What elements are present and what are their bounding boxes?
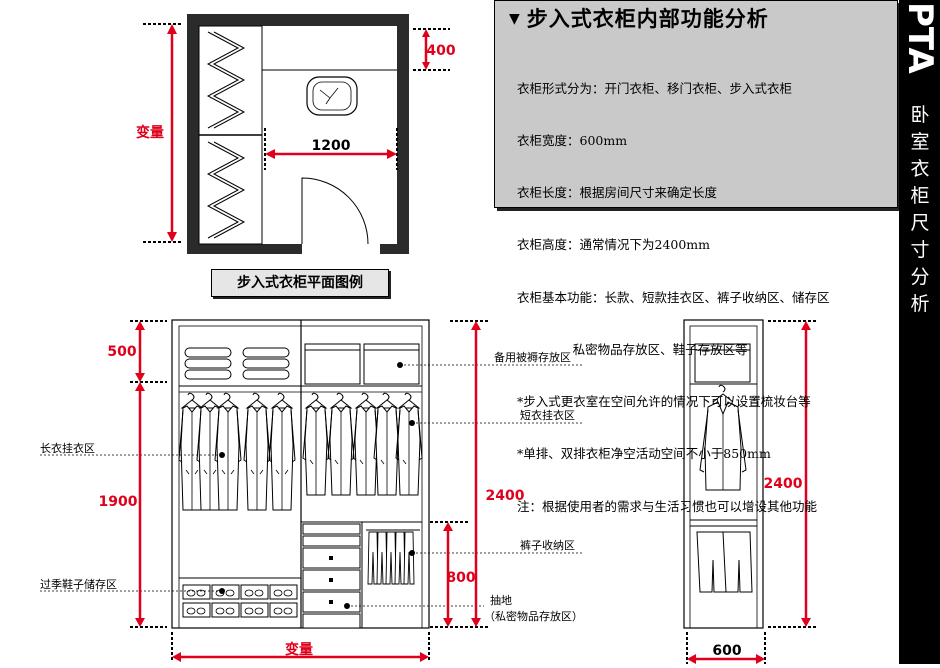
info-line: 衣柜形式分为：开门衣柜、移门衣柜、步入式衣柜 — [517, 80, 793, 96]
info-line: 衣柜基本功能：长款、短款挂衣区、裤子收纳区、储存区 — [517, 289, 830, 305]
plan-dim-depth: 400 — [426, 43, 455, 59]
info-line: 私密物品存放区、鞋子存放区等 — [517, 341, 748, 357]
drawer-stack — [302, 523, 361, 629]
dim-bottom: 800 — [446, 570, 475, 586]
info-line: 衣柜宽度：600mm — [517, 133, 628, 149]
plan-caption: 步入式衣柜平面图例 — [211, 269, 389, 297]
short-coats — [302, 392, 423, 496]
info-line: 衣柜长度：根据房间尺寸来确定长度 — [517, 185, 718, 201]
folded-towels — [184, 347, 232, 380]
label-shoes: 过季鞋子储存区 — [40, 577, 117, 591]
dim-total-height: 2400 — [486, 488, 525, 504]
info-title-row: ▼ 步入式衣柜内部功能分析 — [509, 3, 769, 33]
info-line: 注：根据使用者的需求与生活习惯也可以增设其他功能 — [517, 498, 818, 514]
label-bedding: 备用被褥存放区 — [494, 350, 571, 364]
pants-rack — [366, 529, 420, 585]
dim-top-storage: 500 — [107, 344, 136, 360]
info-line: *步入式更衣室在空间允许的情况下可以设置梳妆台等 — [517, 394, 811, 410]
right-sidebar: PTA 卧室衣柜尺寸分析 — [899, 0, 940, 664]
triangle-down-icon: ▼ — [509, 11, 521, 27]
info-lines: 衣柜形式分为：开门衣柜、移门衣柜、步入式衣柜 衣柜宽度：600mm 衣柜长度：根… — [517, 45, 830, 550]
label-pants: 裤子收纳区 — [520, 538, 575, 552]
dim-long-hang: 1900 — [99, 494, 138, 510]
label-drawer: 抽地 — [490, 593, 512, 607]
sidebar-title: 卧室衣柜尺寸分析 — [910, 104, 930, 315]
ottoman-icon — [306, 76, 358, 116]
front-elevation: 500 1900 2400 800 变量 备用被褥存放区 短衣挂衣区 长衣挂衣区… — [40, 319, 583, 662]
info-line: 衣柜高度：通常情况下为2400mm — [517, 237, 711, 253]
dim-elevation-width: 变量 — [285, 641, 313, 658]
label-long-hang: 长衣挂衣区 — [40, 441, 95, 455]
brand-logo: PTA — [900, 2, 940, 74]
side-view: 2400 600 — [683, 319, 818, 664]
label-short-hang: 短衣挂衣区 — [520, 408, 575, 422]
door-opening — [302, 244, 380, 256]
label-drawer-sub: （私密物品存放区） — [484, 609, 583, 623]
bedding-box — [363, 343, 420, 385]
leader-lines — [40, 364, 582, 607]
side-dim-width: 600 — [712, 643, 741, 659]
side-jacket — [699, 384, 747, 491]
plan-view: 变量 400 1200 — [136, 14, 456, 256]
folded-towels — [242, 347, 290, 380]
door-swing — [301, 177, 369, 245]
plan-dim-variable: 变量 — [136, 124, 164, 141]
info-line: *单排、双排衣柜净空活动空间不小于850mm — [517, 446, 771, 462]
plan-dim-width: 1200 — [312, 138, 351, 154]
info-title: 步入式衣柜内部功能分析 — [526, 7, 769, 31]
side-pants — [696, 531, 753, 593]
side-dim-height: 2400 — [764, 476, 803, 492]
long-coats — [178, 392, 296, 511]
info-panel: ▼ 步入式衣柜内部功能分析 衣柜形式分为：开门衣柜、移门衣柜、步入式衣柜 衣柜宽度… — [494, 0, 898, 514]
